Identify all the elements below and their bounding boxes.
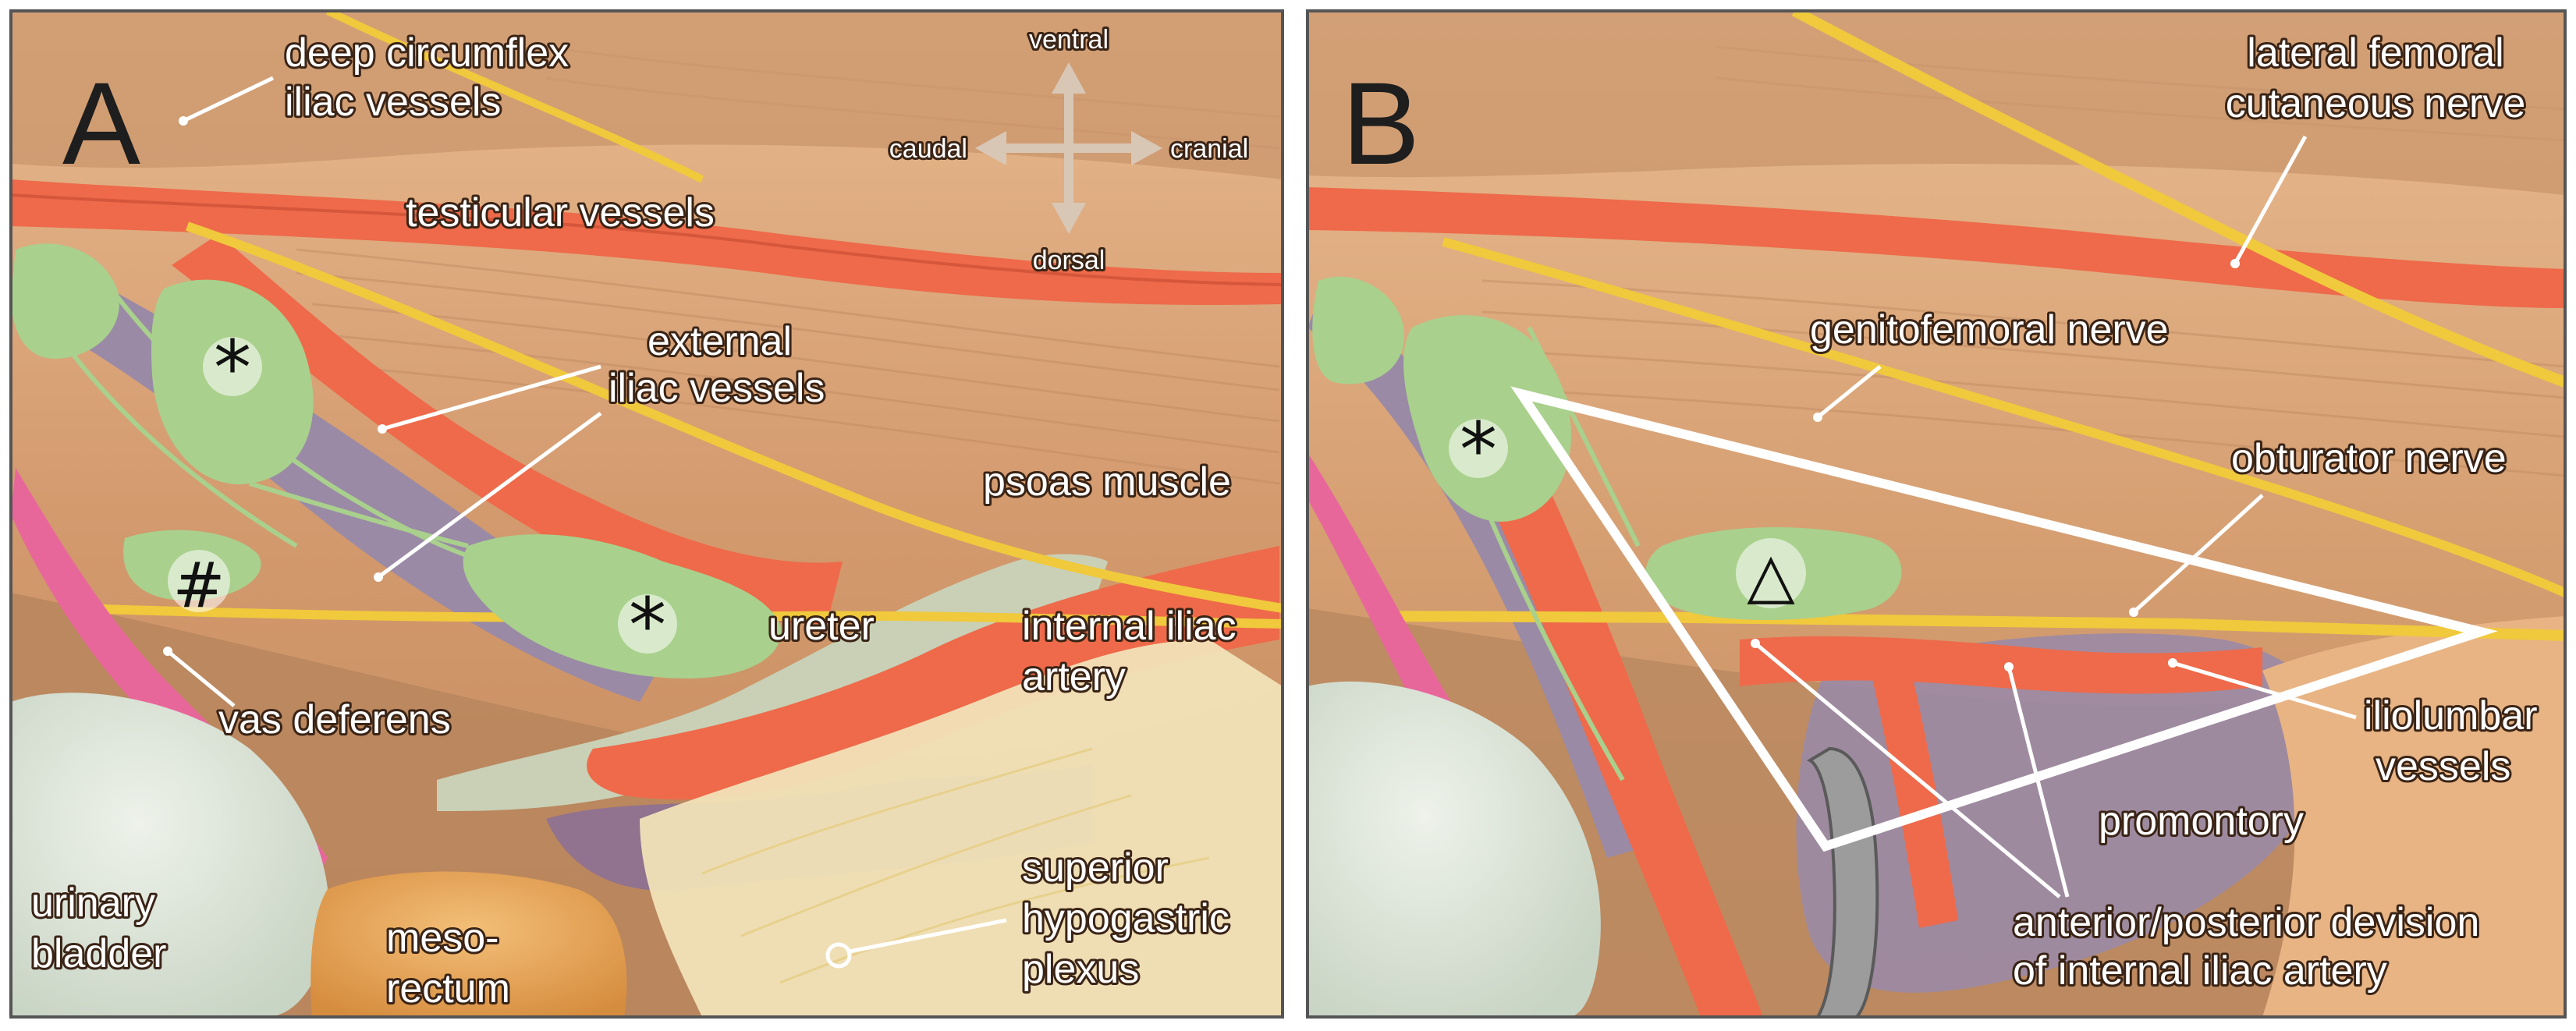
label-deep-circumflex-2: iliac vessels — [285, 80, 501, 125]
lymph-node-b-1 — [1403, 315, 1571, 522]
urinary-bladder-b — [1308, 681, 1601, 1017]
direction-caudal: caudal — [889, 134, 967, 164]
panel-b-border — [1306, 9, 2567, 1019]
label-internal-iliac-1: internal iliac — [1022, 604, 1237, 649]
internal-iliac-artery-a — [587, 546, 1279, 800]
lateral-femoral-cutaneous-nerve-b — [1791, 11, 2565, 388]
hash-symbol-a: # — [172, 549, 225, 622]
panel-a-border — [9, 9, 1284, 1019]
label-internal-iliac-2: artery — [1022, 654, 1126, 700]
label-urinary-bladder-1: urinary — [31, 880, 155, 926]
label-division-2: of internal iliac artery — [2013, 948, 2387, 994]
triangle-symbol-b: △ — [1747, 539, 1795, 611]
label-obturator-nerve: obturator nerve — [2231, 436, 2507, 481]
label-promontory: promontory — [2099, 799, 2304, 844]
lymph-vessels-a — [68, 295, 484, 564]
superior-hypogastric-plexus-a — [640, 640, 1283, 1017]
internal-iliac-branches-b — [1740, 636, 2262, 694]
label-mesorectum-1: meso- — [386, 916, 499, 961]
abdominal-wall — [11, 11, 1283, 179]
label-external-iliac-1: external — [648, 319, 792, 364]
label-urinary-bladder-2: bladder — [31, 931, 166, 976]
label-superior-hypogastric-2: hypogastric — [1022, 896, 1229, 941]
label-superior-hypogastric-3: plexus — [1022, 947, 1139, 992]
genitofemoral-nerve-a — [186, 221, 1283, 613]
label-lateral-femoral-1: lateral femoral — [2247, 30, 2503, 76]
panel-a: A ventral dorsal caudal cranial deep cir… — [11, 11, 1283, 1017]
abdominal-wall-b — [1308, 11, 2565, 195]
panel-b: B lateral femoral cutaneous nerve genito… — [1308, 11, 2565, 1017]
arrow-up-icon — [1052, 62, 1086, 94]
retractor-b — [1806, 746, 1879, 1017]
arrow-right-icon — [1131, 131, 1162, 165]
asterisk-symbol-a-2: * — [629, 582, 666, 669]
arrow-down-icon — [1052, 203, 1086, 234]
label-division-1: anterior/posterior devision — [2013, 900, 2479, 945]
external-iliac-artery-a — [172, 234, 843, 624]
direction-ventral: ventral — [1029, 25, 1109, 55]
mesorectum-a — [310, 871, 627, 1017]
label-iliolumbar-1: iliolumbar — [2364, 693, 2538, 739]
cutaneous-nerve-a — [325, 11, 704, 183]
label-mesorectum-2: rectum — [386, 966, 510, 1012]
asterisk-symbol-a-1: * — [214, 324, 251, 412]
panel-b-letter: B — [1342, 58, 1420, 189]
external-iliac-vein-b — [1308, 281, 1662, 858]
label-vas-deferens: vas deferens — [218, 697, 451, 742]
label-external-iliac-2: iliac vessels — [609, 366, 825, 411]
label-genitofemoral-nerve: genitofemoral nerve — [1810, 307, 2169, 353]
asterisk-symbol-b: * — [1460, 406, 1497, 494]
label-ureter: ureter — [768, 604, 875, 649]
triangle-outline-b — [1510, 386, 2498, 852]
promontory-b — [2262, 616, 2565, 1017]
label-superior-hypogastric-1: superior — [1022, 845, 1169, 891]
lymph-node-a-3 — [463, 534, 782, 678]
label-testicular-vessels: testicular vessels — [406, 190, 715, 236]
label-lateral-femoral-2: cutaneous nerve — [2226, 81, 2526, 126]
label-iliolumbar-2: vessels — [2376, 744, 2510, 789]
label-deep-circumflex-1: deep circumflex — [285, 30, 569, 76]
direction-dorsal: dorsal — [1033, 246, 1105, 275]
lymph-node-a-1 — [11, 243, 119, 359]
genitofemoral-nerve-b — [1442, 237, 2565, 597]
panel-a-letter: A — [62, 58, 140, 189]
orientation-compass: ventral dorsal caudal cranial — [887, 23, 1251, 278]
direction-cranial: cranial — [1170, 134, 1248, 164]
lymph-vessels-b — [1480, 326, 1641, 781]
lymph-node-b-2 — [1312, 276, 1404, 384]
label-psoas-muscle: psoas muscle — [983, 459, 1231, 505]
arrow-left-icon — [975, 131, 1006, 165]
obturator-nerve-b — [1372, 611, 2565, 641]
testicular-vessels-b — [1308, 187, 2565, 308]
internal-iliac-division-b — [1872, 671, 1958, 928]
urinary-bladder-a — [11, 693, 329, 1017]
